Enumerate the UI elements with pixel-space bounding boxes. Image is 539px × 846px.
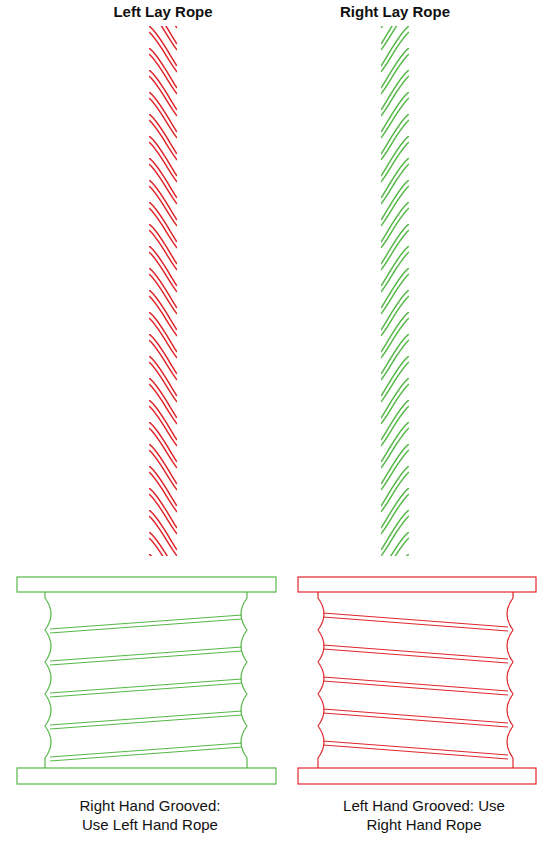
- drum-caption: Left Hand Grooved: Use Right Hand Rope: [342, 796, 507, 834]
- rope-heading: Left Lay Rope: [73, 3, 253, 21]
- drum-caption: Right Hand Grooved: Use Left Hand Rope: [68, 796, 233, 834]
- right-lay-rope: [381, 26, 409, 556]
- left-hand-grooved-drum: [298, 577, 536, 784]
- right-hand-grooved-drum: [17, 577, 276, 784]
- rope-heading: Right Lay Rope: [305, 3, 485, 21]
- left-lay-rope: [149, 26, 177, 556]
